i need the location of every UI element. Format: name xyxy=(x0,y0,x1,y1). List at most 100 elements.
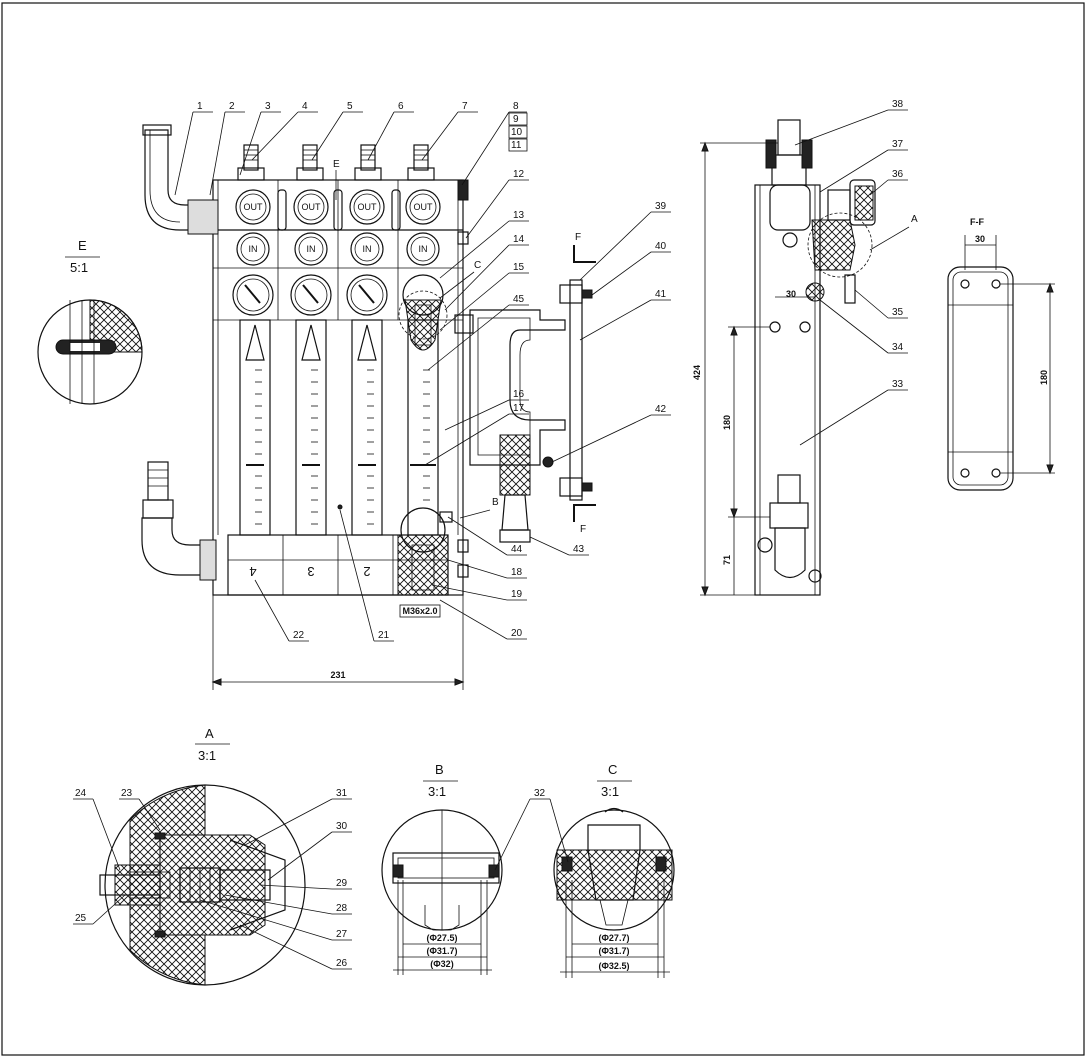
flow-tube-4 xyxy=(397,319,449,596)
detail-c-title: C xyxy=(608,762,617,777)
flow-tube-1 xyxy=(239,319,271,536)
callout: 34 xyxy=(892,342,904,353)
callout: 29 xyxy=(336,878,348,889)
section-mark-f: F xyxy=(575,232,581,243)
plate-section-label: F-F xyxy=(970,217,984,227)
out-label: OUT xyxy=(414,202,434,212)
thread-label: M36x2.0 xyxy=(402,606,437,616)
height-dimension: 424 xyxy=(692,365,702,380)
callout: 14 xyxy=(513,234,525,245)
detail-b-title: B xyxy=(435,762,444,777)
detail-marker-e: E xyxy=(333,159,340,170)
callout: 28 xyxy=(336,903,348,914)
callout: 7 xyxy=(462,101,468,112)
out-label: OUT xyxy=(358,202,378,212)
callout: 1 xyxy=(197,101,203,112)
callout: 31 xyxy=(336,788,348,799)
bottom-callouts: 22 21 xyxy=(254,504,394,642)
out-port-2: OUT xyxy=(293,189,329,225)
callout: 25 xyxy=(75,913,87,924)
top-fitting-2 xyxy=(296,144,324,181)
callout: 15 xyxy=(513,262,525,273)
pin-dimension: 30 xyxy=(786,289,796,299)
detail-a: A 3:1 24 23 25 31 30 29 28 27 xyxy=(73,726,352,986)
callout: 21 xyxy=(378,630,390,641)
bracket-view: F F 39 40 41 42 43 xyxy=(454,201,671,556)
callout: 18 xyxy=(511,567,523,578)
gauge-3 xyxy=(346,274,388,316)
flow-tube-2 xyxy=(295,319,327,536)
bottom-dimension: 71 xyxy=(722,555,732,565)
detail-e-title: E xyxy=(78,238,87,253)
detail-c-dim: (Φ32.5) xyxy=(599,961,630,971)
detail-a-title: A xyxy=(205,726,214,741)
callout: 11 xyxy=(511,140,522,151)
top-callouts: 1 2 3 4 5 6 7 8 9 10 11 xyxy=(174,101,528,196)
callout: 30 xyxy=(336,821,348,832)
channel-number: 4 xyxy=(249,564,256,579)
out-label: OUT xyxy=(302,202,322,212)
callout: 23 xyxy=(121,788,133,799)
callout: 26 xyxy=(336,958,348,969)
channel-number: 3 xyxy=(307,564,314,579)
callout: 5 xyxy=(347,101,353,112)
right-callouts: 12 13 14 15 45 16 17 B 44 18 19 20 xyxy=(424,169,529,640)
top-fitting-3 xyxy=(354,144,382,181)
callout: A xyxy=(911,214,918,225)
inlet-elbow-bottom xyxy=(141,461,217,581)
detail-b-dim: (Φ27.5) xyxy=(427,933,458,943)
gauge-2 xyxy=(290,274,332,316)
callout: 33 xyxy=(892,379,904,390)
callout: 19 xyxy=(511,589,523,600)
in-port-1: IN xyxy=(236,232,270,266)
detail-marker-c: C xyxy=(474,260,481,271)
callout: 41 xyxy=(655,289,667,300)
callout: 20 xyxy=(511,628,523,639)
callout: 45 xyxy=(513,294,525,305)
in-label: IN xyxy=(249,244,258,254)
flow-tube-3 xyxy=(351,319,383,536)
detail-c: C 3:1 32 (Φ27.7) (Φ31.7) (Φ32.5) xyxy=(494,762,675,978)
callout: 9 xyxy=(513,114,519,125)
callout: 2 xyxy=(229,101,235,112)
in-port-2: IN xyxy=(294,232,328,266)
callout: 4 xyxy=(302,101,308,112)
width-dimension: 231 xyxy=(330,670,345,680)
callout: 3 xyxy=(265,101,271,112)
in-port-3: IN xyxy=(350,232,384,266)
out-port-1: OUT xyxy=(235,189,271,225)
callout: 38 xyxy=(892,99,904,110)
callout: 42 xyxy=(655,404,667,415)
inlet-elbow-top xyxy=(142,124,219,235)
callout: 36 xyxy=(892,169,904,180)
callout: 13 xyxy=(513,210,525,221)
detail-e-scale: 5:1 xyxy=(70,260,88,275)
side-view: 424 180 71 30 38 37 36 A 35 34 33 xyxy=(692,99,918,597)
callout: 35 xyxy=(892,307,904,318)
callout: 16 xyxy=(513,389,525,400)
detail-b-dim: (Φ31.7) xyxy=(427,946,458,956)
out-port-3: OUT xyxy=(349,189,385,225)
detail-c-callout: 32 xyxy=(534,788,546,799)
callout: 44 xyxy=(511,544,523,555)
detail-a-scale: 3:1 xyxy=(198,748,216,763)
callout: 27 xyxy=(336,929,348,940)
detail-a-callouts: 24 23 25 31 30 29 28 27 26 xyxy=(73,788,352,970)
callout: 10 xyxy=(511,127,523,138)
detail-e: E 5:1 xyxy=(37,238,143,405)
top-fitting-4 xyxy=(407,144,435,181)
callout: B xyxy=(492,497,499,508)
callout: 22 xyxy=(293,630,305,641)
channel-number: 2 xyxy=(363,564,370,579)
out-label: OUT xyxy=(244,202,264,212)
span-dimension: 180 xyxy=(722,415,732,430)
section-mark-f: F xyxy=(580,524,586,535)
in-label: IN xyxy=(307,244,316,254)
gauge-1 xyxy=(232,274,274,316)
detail-c-scale: 3:1 xyxy=(601,784,619,799)
plate-view: F-F 30 180 xyxy=(947,217,1055,491)
top-fitting-1 xyxy=(237,144,265,181)
callout: 24 xyxy=(75,788,87,799)
detail-c-dim: (Φ27.7) xyxy=(599,933,630,943)
